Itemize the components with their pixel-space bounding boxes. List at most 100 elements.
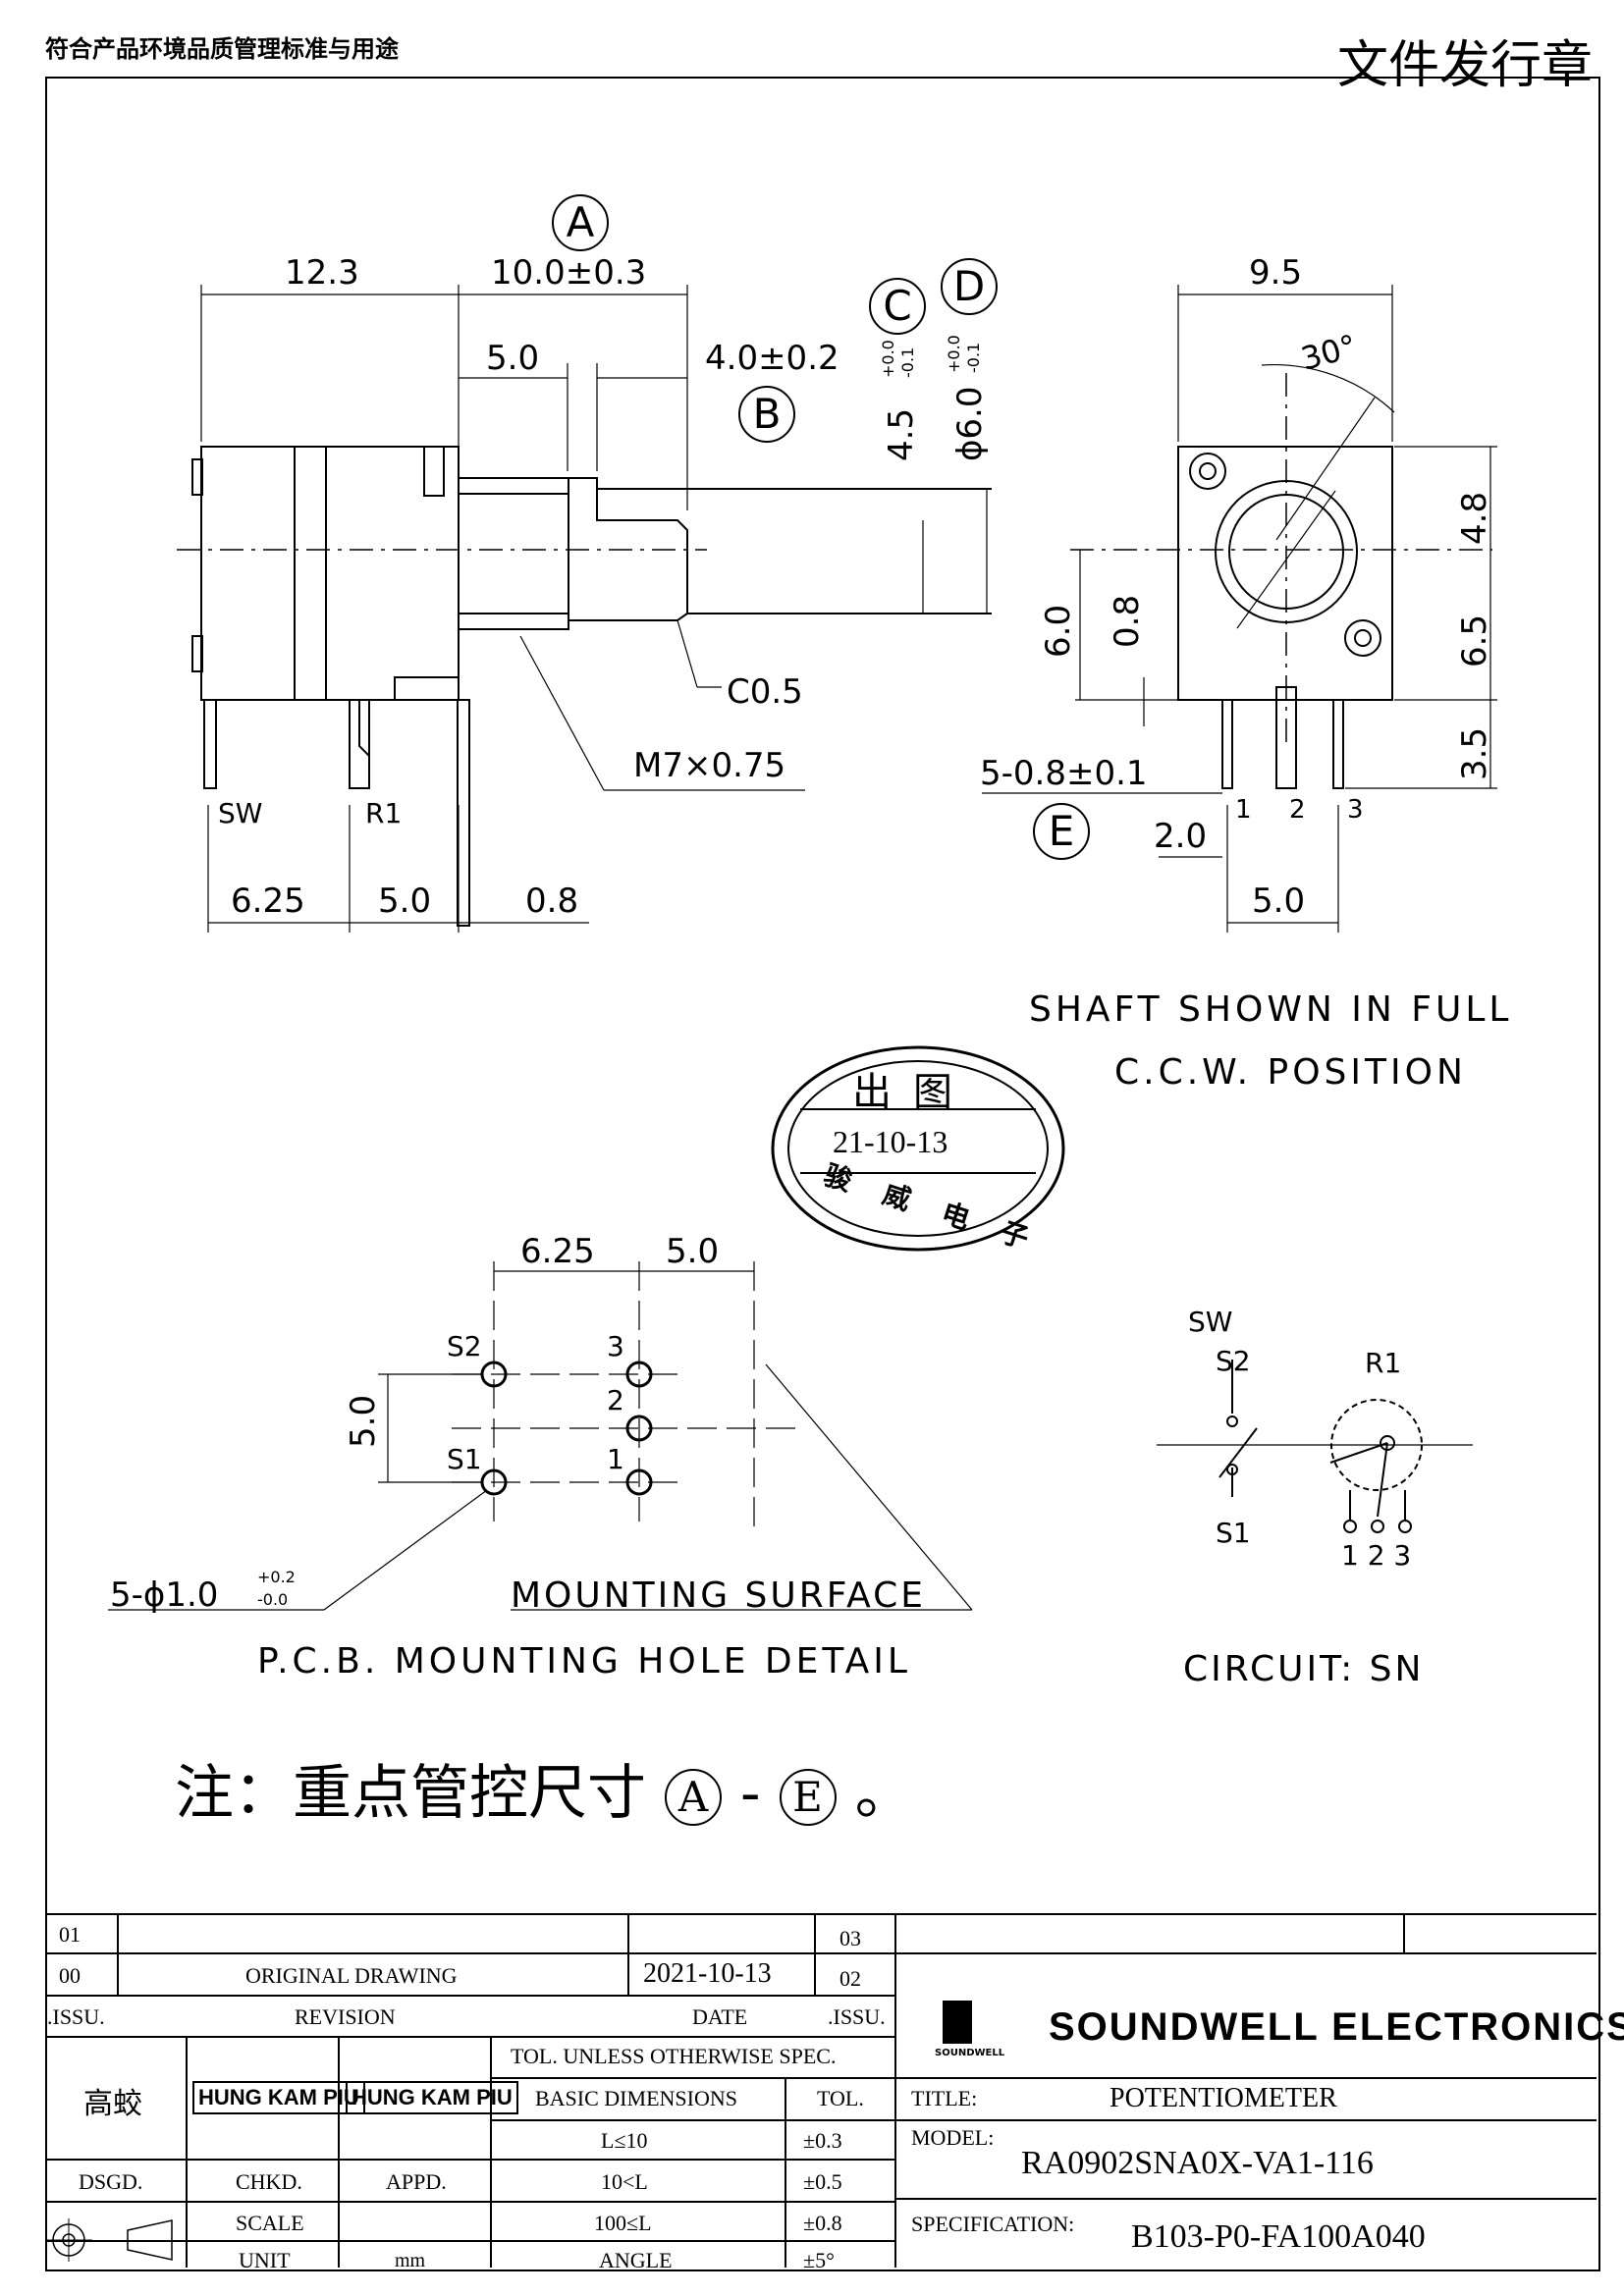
range-3: 100≤L <box>594 2211 652 2235</box>
shaft-note-line-2: C.C.W. POSITION <box>1114 1052 1467 1093</box>
dim-4-5-tol-dn: -0.1 <box>898 347 917 378</box>
pins-dim: 5-0.8±0.1 <box>980 754 1148 793</box>
designer-name: 高蛟 <box>83 2087 142 2121</box>
angle-label: ANGLE <box>599 2248 673 2272</box>
dim-4-5: 4.5 <box>882 407 921 461</box>
title-label: TITLE: <box>911 2086 978 2110</box>
thread-label: M7×0.75 <box>633 746 786 785</box>
dim-0-8-side: 0.8 <box>1108 594 1147 648</box>
title-value: POTENTIOMETER <box>1110 2083 1337 2113</box>
pin-3-label: 3 <box>1347 795 1364 825</box>
date-label: DATE <box>692 2004 748 2029</box>
dim-5-0-side: 5.0 <box>1252 881 1306 921</box>
pin-2-label: 2 <box>1289 795 1306 825</box>
drawing-frame <box>45 77 1600 2271</box>
hole-tol-up: +0.2 <box>257 1568 296 1586</box>
circuit-s2-label: S2 <box>1216 1345 1251 1377</box>
dim-12-3: 12.3 <box>285 253 359 293</box>
note-prefix: 注：重点管控尺寸 <box>175 1759 646 1828</box>
circuit-s1-label: S1 <box>1216 1517 1251 1549</box>
spec-label: SPECIFICATION: <box>911 2212 1075 2236</box>
stamp-date: 21-10-13 <box>833 1124 948 1159</box>
front-view <box>177 285 992 933</box>
hole-dim: 5-ϕ1.0 <box>110 1575 219 1615</box>
unit-label: UNIT <box>239 2248 291 2272</box>
mounting-surface-label: MOUNTING SURFACE <box>511 1575 927 1616</box>
tol-header: TOL. UNLESS OTHERWISE SPEC. <box>511 2044 837 2068</box>
tol-label: TOL. <box>817 2086 864 2110</box>
circuit-diagram <box>1157 1360 1473 1533</box>
pin-1-label: 1 <box>1235 795 1252 825</box>
circuit-title: CIRCUIT: SN <box>1183 1649 1425 1689</box>
dim-4-5-tol-up: +0.0 <box>879 340 897 378</box>
pot-body-outline <box>200 446 460 701</box>
rev-00: 00 <box>59 1963 81 1988</box>
dim-3-5: 3.5 <box>1455 726 1494 780</box>
chkd-label: CHKD. <box>236 2169 302 2194</box>
marker-d: D <box>941 258 998 315</box>
scale-label: SCALE <box>236 2211 304 2235</box>
r1-terminal-label: R1 <box>365 797 403 829</box>
pcb-1-label: 1 <box>607 1443 624 1475</box>
header-release-stamp-text: 文件发行章 <box>1336 36 1593 95</box>
sw-terminal-label: SW <box>218 797 263 829</box>
checker-name: HUNG KAM PIU <box>192 2081 365 2114</box>
spec-value: B103-P0-FA100A040 <box>1131 2218 1426 2255</box>
title-block-grid <box>45 1913 1597 2268</box>
dim-4-0: 4.0±0.2 <box>705 339 839 378</box>
marker-c: C <box>869 278 926 335</box>
marker-e: E <box>1033 803 1090 860</box>
rev-02: 02 <box>839 1966 861 1991</box>
basic-dimensions-label: BASIC DIMENSIONS <box>535 2086 737 2110</box>
note-from-marker: A <box>665 1769 723 1827</box>
pcb-3-label: 3 <box>607 1330 624 1362</box>
stamp-title: 出 图 <box>852 1070 958 1114</box>
dim-9-5: 9.5 <box>1249 253 1303 293</box>
tol-2: ±0.5 <box>803 2169 842 2194</box>
rev-03: 03 <box>839 1926 861 1950</box>
dim-2-0: 2.0 <box>1154 817 1208 856</box>
marker-b: B <box>738 386 795 443</box>
header-compliance-text: 符合产品环境品质管理标准与用途 <box>45 35 399 63</box>
release-stamp <box>771 1045 1065 1252</box>
dim-6-0-tol-up: +0.0 <box>945 335 963 373</box>
dsgd-label: DSGD. <box>79 2169 143 2194</box>
tol-1: ±0.3 <box>803 2128 842 2153</box>
dim-6-5: 6.5 <box>1455 614 1494 667</box>
dim-5-0-bottom: 5.0 <box>378 881 432 921</box>
angle-tol: ±5° <box>803 2248 835 2272</box>
range-1: L≤10 <box>601 2128 648 2153</box>
pcb-s1-label: S1 <box>447 1443 482 1475</box>
dim-6-0-tol-dn: -0.1 <box>964 342 983 373</box>
pcb-dim-5-0-side: 5.0 <box>344 1394 383 1448</box>
critical-dims-note: 注：重点管控尺寸 A - E 。 <box>175 1745 914 1831</box>
pcb-s2-label: S2 <box>447 1330 482 1362</box>
hole-tol-dn: -0.0 <box>257 1590 289 1609</box>
company-name: SOUNDWELL ELECTRONICS <box>1049 2005 1624 2049</box>
pcb-dim-5-0-top: 5.0 <box>666 1232 720 1271</box>
note-dash: - <box>740 1759 761 1828</box>
approver-name: HUNG KAM PIU <box>346 2081 518 2114</box>
revision-label: REVISION <box>295 2004 396 2029</box>
tol-3: ±0.8 <box>803 2211 842 2235</box>
model-label: MODEL: <box>911 2125 995 2150</box>
original-drawing: ORIGINAL DRAWING <box>245 1963 458 1988</box>
circuit-r1-label: R1 <box>1365 1347 1402 1379</box>
unit-value: mm <box>395 2250 426 2271</box>
date-value: 2021-10-13 <box>643 1958 772 1989</box>
pcb-2-label: 2 <box>607 1384 624 1416</box>
pcb-dim-6-25: 6.25 <box>520 1232 595 1271</box>
rev-01: 01 <box>59 1922 81 1947</box>
dim-5-0-top: 5.0 <box>486 339 540 378</box>
pcb-hole-detail <box>108 1261 973 1611</box>
circuit-sw-label: SW <box>1188 1306 1233 1338</box>
circuit-pin-labels: 1 2 3 <box>1341 1539 1412 1572</box>
dim-6-0-side: 6.0 <box>1039 604 1078 658</box>
logo-text: SOUNDWELL <box>935 2048 1005 2058</box>
model-value: RA0902SNA0X-VA1-116 <box>1021 2145 1374 2181</box>
dim-4-8: 4.8 <box>1455 491 1494 545</box>
dim-0-8: 0.8 <box>525 881 579 921</box>
pcb-detail-title: P.C.B. MOUNTING HOLE DETAIL <box>257 1641 911 1682</box>
marker-a: A <box>552 194 609 251</box>
